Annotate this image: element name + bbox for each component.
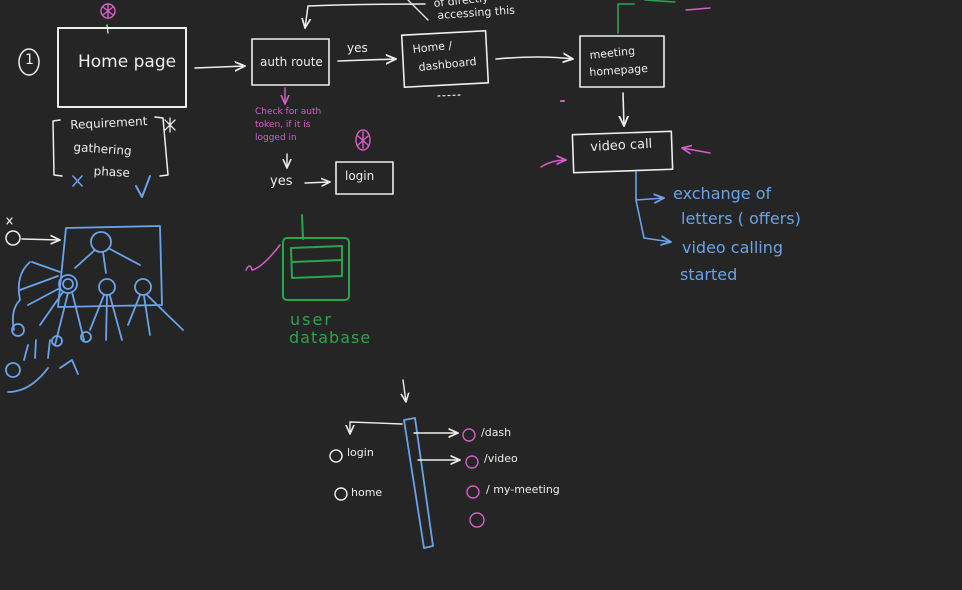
exchange-line2: letters ( offers) [681,209,801,228]
route-node-video [465,455,479,469]
auth-route-label: auth route [260,55,323,69]
arrow-dashboard-to-meeting [495,57,573,59]
branch-video [635,199,671,242]
dots [437,94,461,97]
blue-cross [72,175,83,187]
yes-label: yes [347,41,368,55]
green-line [617,3,635,34]
database-line1: user [290,310,333,329]
star-icon-2 [355,129,371,151]
home-page-box [57,27,187,108]
pink-arrow-left [540,160,566,168]
home-dashboard-box [400,30,490,88]
database-icon [282,214,350,301]
yes-label-2: yes [270,174,293,189]
route-dash-label: /dash [481,426,512,439]
x-node [5,230,21,246]
requirement-bracket-left [52,119,63,177]
auth-note-line3: logged in [255,133,297,143]
auth-note-line1: Check for auth [255,107,322,117]
auth-note-line2: token, if it is [255,120,311,130]
route-video-label: /video [484,452,518,465]
back-arrow [305,3,426,28]
arrow-to-login [350,421,403,434]
x-mark [6,217,13,225]
pink-scribble [245,244,281,271]
requirement-asterisk [164,117,176,133]
route-login-label: login [347,446,374,459]
star-icon [100,3,116,19]
pink-arrow-right [682,148,711,153]
arrow-meeting-to-video [623,92,624,126]
arrow-home-to-auth [194,66,245,68]
step-number-circle [18,48,40,76]
branch-exchange [635,171,664,200]
arrow-yes-to-login [304,182,330,183]
meeting-homepage-box [579,35,665,88]
route-node-meeting [466,485,480,499]
video-calling-line1: video calling [682,238,784,257]
arrow-auth-to-home [337,59,396,61]
home-page-label: Home page [78,52,177,72]
back-arrow-tail [407,0,429,21]
route-node-login [329,449,343,463]
exchange-line1: exchange of [673,184,772,203]
pink-dash [685,7,711,11]
requirement-bracket-right [154,116,169,177]
login-label: login [345,169,375,183]
tree-diagram [5,225,184,393]
blue-check [135,175,151,198]
login-box [335,161,394,195]
route-meeting-label: / my-meeting [486,483,560,496]
video-call-box [571,130,674,174]
video-call-label: video call [589,136,653,155]
video-calling-line2: started [680,265,738,284]
route-home-label: home [351,486,383,499]
x-node-arrow [21,239,60,240]
route-node-home [334,487,348,501]
route-bar [403,417,434,549]
green-line-2 [644,0,676,3]
down-arrow-routes [403,379,406,402]
requirement-line3: phase [93,164,131,180]
step-number: 1 [25,52,34,68]
route-node-dash [462,428,476,442]
database-line2: database [289,328,372,347]
route-node-empty [469,512,485,528]
auth-route-box [251,38,330,86]
